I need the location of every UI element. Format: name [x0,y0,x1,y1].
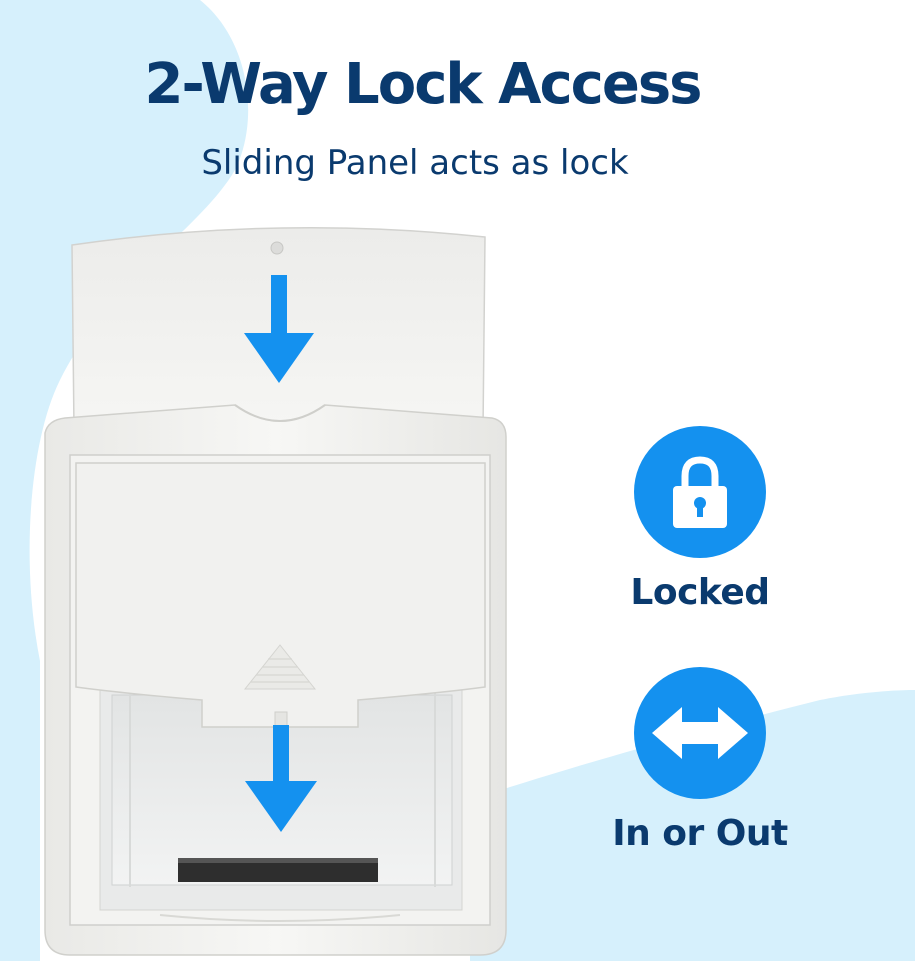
pet-door-illustration [44,226,507,956]
lower-panel [75,462,486,728]
down-arrow-icon [244,275,314,383]
lock-badge [634,426,766,558]
feature-label-in-or-out: In or Out [612,813,788,854]
padlock-icon [673,456,727,528]
subheadline: Sliding Panel acts as lock [201,143,629,183]
feature-locked: Locked [600,426,800,613]
feature-in-or-out: In or Out [580,667,820,854]
panel-hole [270,241,284,255]
down-arrow-icon-lower [245,725,317,832]
feature-label-locked: Locked [630,572,770,613]
headline: 2-Way Lock Access [144,52,703,117]
in-out-badge [634,667,766,799]
double-arrow-icon [652,707,748,759]
